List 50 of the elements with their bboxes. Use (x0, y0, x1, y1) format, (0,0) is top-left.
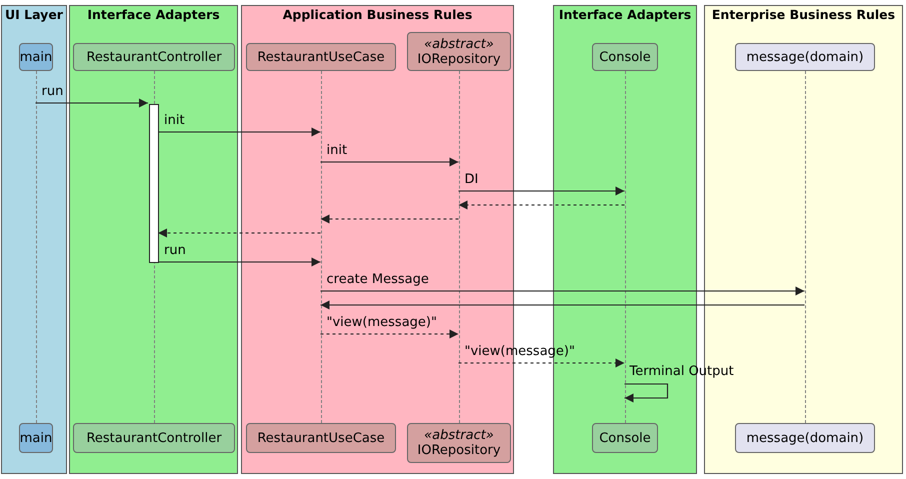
self-message-arrow (624, 383, 668, 402)
layer-panel (69, 5, 238, 474)
participant-box: RestaurantController (73, 423, 235, 453)
lifeline (154, 71, 155, 423)
return-arrow (458, 358, 624, 368)
message-arrow (158, 128, 320, 136)
return-arrow (320, 330, 458, 338)
layer-heading: Application Business Rules (282, 7, 472, 22)
participant-box: message(domain) (735, 43, 875, 71)
lifeline (459, 71, 460, 423)
layer-heading: Enterprise Business Rules (712, 7, 896, 22)
return-arrow (320, 214, 458, 224)
message-label: run (42, 84, 64, 99)
participant-box: Console (592, 43, 658, 71)
message-label: DI (464, 172, 478, 187)
message-arrow (320, 286, 804, 296)
message-arrow (320, 300, 804, 310)
participant-box: Console (592, 423, 658, 453)
message-arrow (36, 98, 148, 108)
stereotype-label: «abstract» (424, 36, 494, 52)
stereotype-label: «abstract» (424, 428, 494, 443)
participant-box: main (19, 423, 53, 453)
activation-bar (149, 104, 159, 263)
message-label: create Message (326, 272, 429, 287)
participant-box: message(domain) (735, 423, 875, 453)
message-arrow (458, 186, 624, 196)
message-label: "view(message)" (326, 315, 437, 330)
participant-box: RestaurantController (73, 43, 235, 71)
layer-heading: Interface Adapters (87, 7, 220, 22)
participant-box: RestaurantUseCase (246, 423, 396, 453)
participant-box: main (19, 43, 53, 71)
participant-box (407, 32, 511, 71)
lifeline (321, 71, 322, 423)
return-arrow (158, 228, 320, 238)
lifeline (36, 71, 37, 423)
return-arrow (458, 200, 624, 210)
participant-box: RestaurantUseCase (246, 43, 396, 71)
message-label: init (164, 113, 185, 128)
message-label: init (326, 143, 348, 158)
message-label: run (164, 243, 186, 258)
message-arrow (158, 258, 320, 266)
participant-box (407, 423, 511, 463)
layer-heading: UI Layer (5, 7, 63, 22)
lifeline (805, 71, 806, 423)
lifeline (625, 71, 626, 423)
participant-name: IORepository (417, 443, 501, 458)
participant-name: IORepository (417, 52, 501, 66)
layer-panel (1, 5, 67, 474)
message-arrow (320, 158, 458, 166)
layer-heading: Interface Adapters (558, 7, 692, 22)
